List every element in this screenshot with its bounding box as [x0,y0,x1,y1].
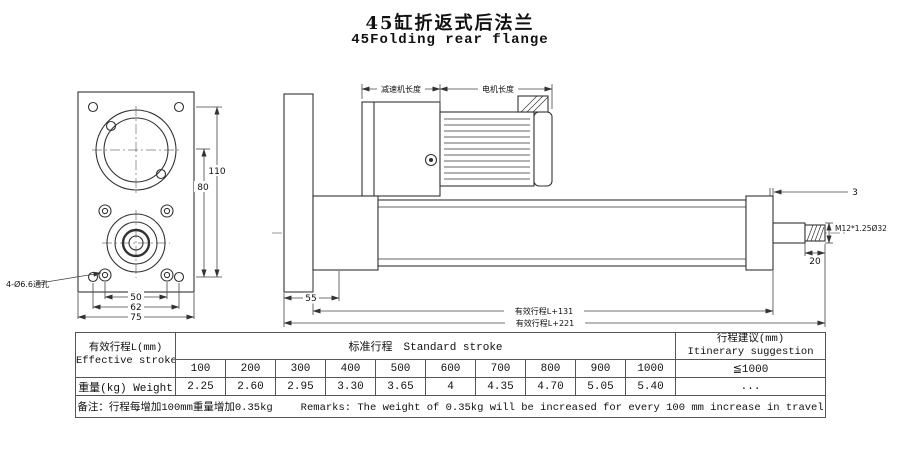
bearing-boss [102,210,170,278]
weight-value: 3.65 [375,377,426,397]
front-view [77,91,195,293]
reducer-length-label: 减速机长度 [381,84,421,94]
dim-thread-length-label: 20 [809,257,821,267]
stroke-value: 1000 [624,359,677,379]
standard-stroke-header: 标准行程 Standard stroke [174,331,677,361]
itinerary-suggestion-header: 行程建议(mm) Itinerary suggestion [675,331,827,361]
stroke-value: 800 [525,359,576,379]
stroke-value: 900 [575,359,626,379]
motor-connector [517,95,549,113]
weight-value: 2.25 [175,377,226,397]
stroke-value: 100 [175,359,226,379]
remarks-en: Remarks: The weight of 0.35kg will be in… [300,402,824,415]
dim-total-length-label: 有效行程L+221 [516,318,574,328]
dim-tip-label: 3 [852,188,858,198]
weight-value: 5.40 [624,377,677,397]
stroke-value: 500 [375,359,426,379]
remarks-row: 备注：行程每增加100mm重量增加0.35kg Remarks: The weig… [74,395,827,419]
stroke-value: 700 [475,359,526,379]
dim-width-label: 75 [130,313,141,323]
weight-value: 4 [425,377,476,397]
stroke-value: 400 [325,359,376,379]
table-header-row: 有效行程L(mm) Effective stroke 标准行程 Standard… [75,331,827,379]
cylinder-body [312,195,774,271]
corner-screws [87,101,185,283]
weight-value: 4.70 [525,377,576,397]
weight-row: 重量(kg) Weight 2.25 2.60 2.95 3.30 3.65 4… [75,377,827,397]
dim-height-label: 110 [208,167,225,177]
remarks-cell: 备注：行程每增加100mm重量增加0.35kg Remarks: The weig… [74,395,827,419]
motor-body [439,111,553,187]
effective-stroke-header: 有效行程L(mm) Effective stroke [75,331,176,379]
weight-value: 4.35 [475,377,526,397]
stroke-values-row: 100 200 300 400 500 600 700 800 900 1000… [76,359,827,379]
pilot-bore [92,106,180,194]
dim-hole-height-label: 80 [197,183,209,193]
weight-value: 2.60 [225,377,276,397]
stroke-value: 600 [425,359,476,379]
page-title-en: 45Folding rear flange [351,32,549,48]
motor-length-label: 电机长度 [482,84,514,94]
through-hole-note: 4-Ø6.6通孔 [6,279,49,289]
dim-flange-offset-label: 55 [305,294,316,304]
suggestion-value: ≦1000 [675,359,827,379]
dim-mid-width-label: 62 [130,303,141,313]
dim-body-length-label: 有效行程L+131 [515,306,573,316]
piston-rod [772,222,826,244]
rod-thread-label: M12*1.25Ø32 [835,224,887,233]
weight-suggestion: ... [675,377,827,397]
stroke-value: 300 [275,359,326,379]
weight-value: 2.95 [275,377,326,397]
stroke-weight-table: 有效行程L(mm) Effective stroke 标准行程 Standard… [74,331,827,419]
remarks-zh: 备注：行程每增加100mm重量增加0.35kg [77,402,273,415]
front-view-dimensions [39,106,222,320]
side-view [272,93,845,293]
reducer-housing [361,101,441,197]
page-title-zh: 45缸折返式后法兰 [365,13,535,34]
weight-label: 重量(kg) Weight [75,377,176,397]
dim-hole-width-label: 50 [130,293,142,303]
weight-value: 5.05 [575,377,626,397]
stroke-value: 200 [225,359,276,379]
rear-flange-plate [283,93,314,293]
weight-value: 3.30 [325,377,376,397]
